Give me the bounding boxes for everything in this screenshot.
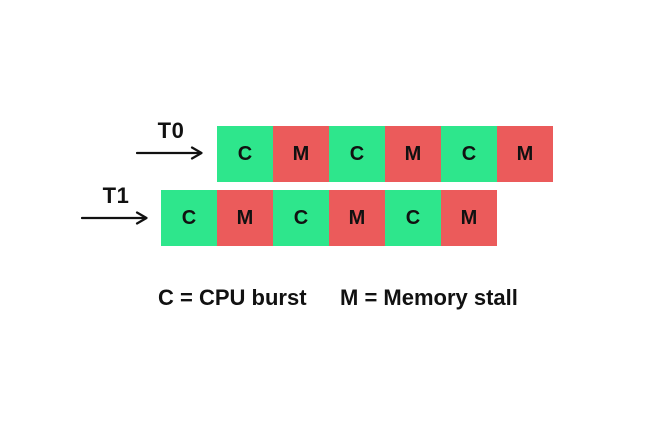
block-m-stall: M — [273, 126, 329, 182]
block-c-cpu: C — [385, 190, 441, 246]
thread-label-t1: T1 — [102, 183, 130, 208]
block-m-stall: M — [441, 190, 497, 246]
arrow-right-icon — [81, 211, 148, 225]
legend-cpu-burst: C = CPU burst — [158, 285, 307, 310]
block-c-cpu: C — [441, 126, 497, 182]
arrow-right-icon — [136, 146, 203, 160]
block-c-cpu: C — [329, 126, 385, 182]
legend: C = CPU burst M = Memory stall — [0, 287, 650, 311]
block-m-stall: M — [497, 126, 553, 182]
block-c-cpu: C — [217, 126, 273, 182]
block-m-stall: M — [217, 190, 273, 246]
legend-memory-stall: M = Memory stall — [340, 285, 518, 310]
block-c-cpu: C — [273, 190, 329, 246]
block-m-stall: M — [329, 190, 385, 246]
thread-label-t0: T0 — [157, 118, 185, 143]
block-m-stall: M — [385, 126, 441, 182]
block-c-cpu: C — [161, 190, 217, 246]
